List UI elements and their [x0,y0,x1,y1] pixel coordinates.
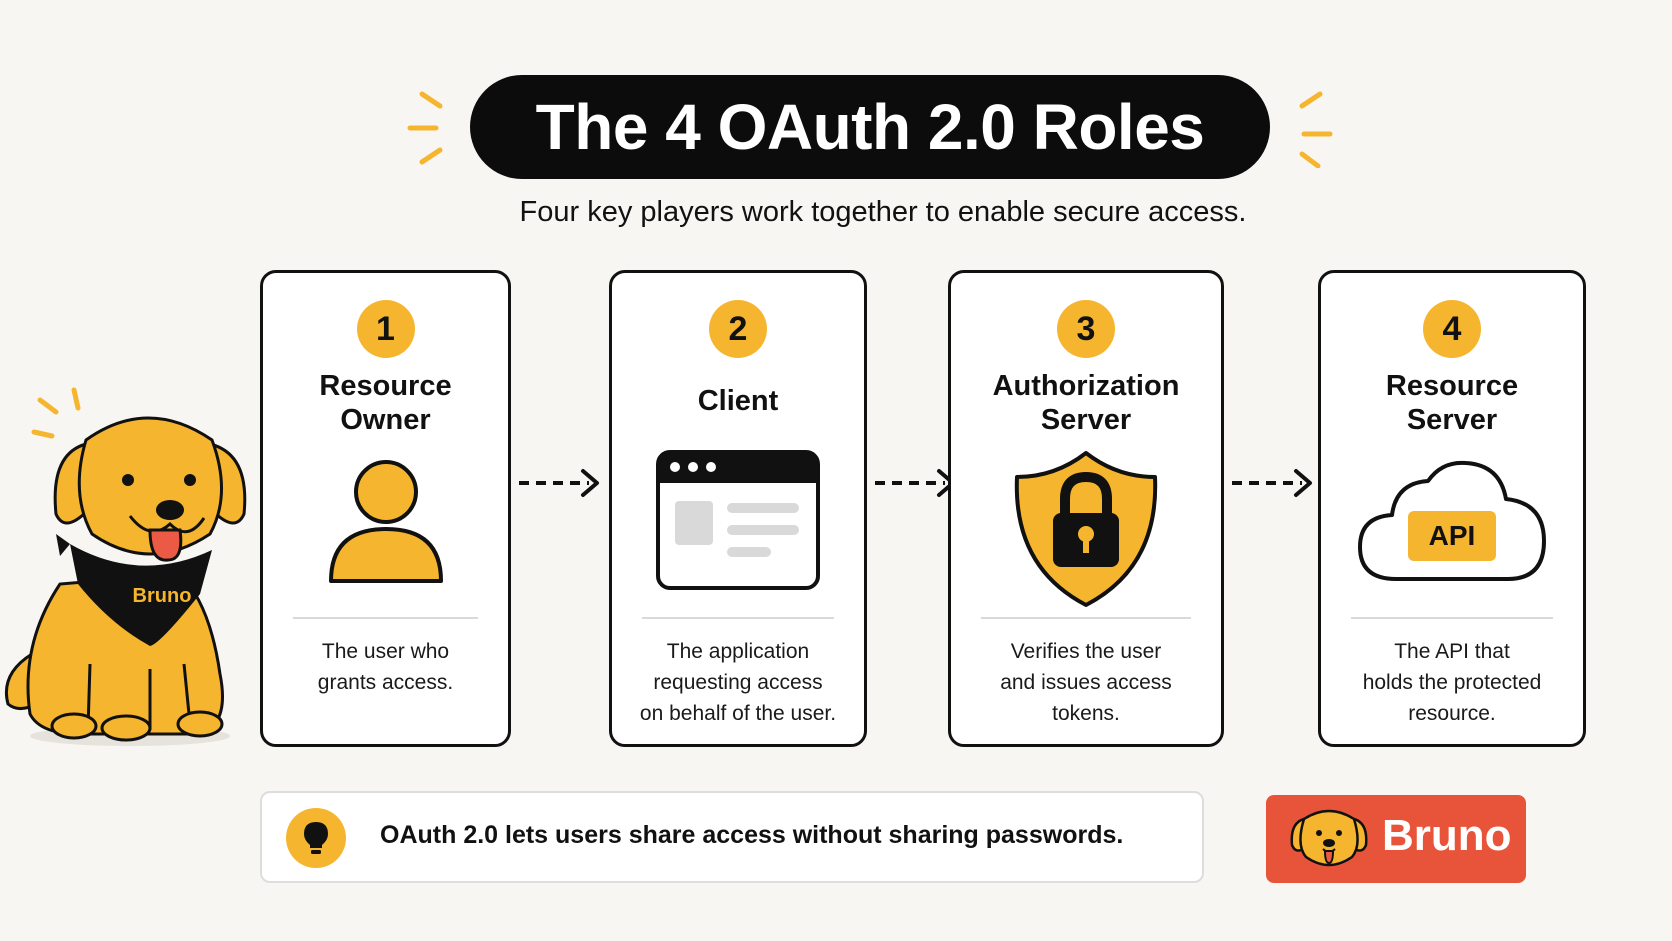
role-description: The application requesting access on beh… [639,640,837,725]
bandana-label: Bruno [133,585,192,607]
flow-arrow-2 [875,469,955,497]
subtitle: Four key players work together to enable… [519,196,1247,228]
role-description: The user who grants access. [317,640,454,694]
lightbulb-icon [286,808,346,868]
flow-arrow-1 [519,469,599,497]
page-title: The 4 OAuth 2.0 Roles [535,91,1205,163]
card-divider [642,617,834,619]
role-title: Resource Server [1385,370,1519,436]
role-description: The API that holds the protected resourc… [1362,640,1542,725]
role-description: Verifies the user and issues access toke… [1000,640,1172,725]
bruno-dog-mascot-icon: Bruno [4,387,247,746]
card-divider [293,617,478,619]
card-divider [1351,617,1553,619]
card-divider [981,617,1191,619]
tip-text: OAuth 2.0 lets users share access withou… [380,821,1124,849]
role-card-resource-owner: 1 Resource Owner The user who grants acc… [260,270,511,747]
tip-box: OAuth 2.0 lets users share access withou… [260,791,1204,883]
title-banner: The 4 OAuth 2.0 Roles [470,75,1270,179]
role-number-badge: 3 [1057,300,1115,358]
role-number-badge: 1 [356,300,415,358]
title-sparks-left [407,91,443,165]
role-number-badge: 4 [1423,300,1481,358]
brand-name: Bruno [1382,811,1512,860]
browser-window-icon [656,450,820,590]
role-card-authorization-server: 3 Authorization Server Verifies the user… [948,270,1224,747]
brand-badge: Bruno [1266,795,1526,883]
user-icon [328,460,443,583]
role-card-resource-server: 4 Resource Server API The API that holds… [1318,270,1586,747]
dog-logo-icon [1290,809,1368,867]
role-title: Authorization Server [992,370,1180,436]
api-label: API [1428,520,1476,551]
role-card-client: 2 Client The application requesting acce… [609,270,867,747]
title-sparks-right [1299,91,1333,168]
role-number-badge: 2 [709,300,767,358]
role-title: Resource Owner [319,370,452,436]
flow-arrow-3 [1232,469,1312,497]
shield-lock-icon [1014,451,1158,607]
cloud-api-icon: API [1356,459,1548,583]
role-title: Client [697,385,779,417]
